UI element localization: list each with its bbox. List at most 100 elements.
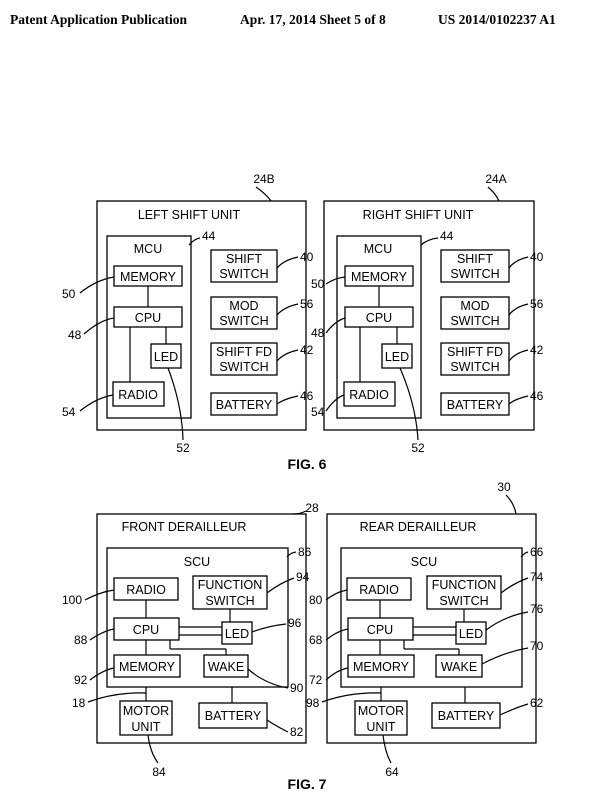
left-shift-unit-title: LEFT SHIFT UNIT: [138, 208, 241, 222]
publication-number: US 2014/0102237 A1: [438, 12, 556, 27]
left-shift-switch-line1: SHIFT: [226, 252, 262, 266]
left-led-label: LED: [154, 350, 178, 364]
rear-function-switch-line2: SWITCH: [439, 594, 488, 608]
front-cpu-label: CPU: [133, 623, 159, 637]
front-wake-box: [203, 654, 249, 678]
right-mcu-label: MCU: [364, 242, 392, 256]
left-memory-label: MEMORY: [120, 270, 177, 284]
right-radio-label: RADIO: [349, 388, 389, 402]
front-derailleur-title: FRONT DERAILLEUR: [122, 520, 247, 534]
rear-radio-box: [346, 577, 412, 601]
fig7-caption: FIG. 7: [288, 776, 327, 792]
rear-derailleur-title: REAR DERAILLEUR: [360, 520, 477, 534]
left-cpu-box: [113, 306, 183, 328]
rear-bus-ref: 98: [306, 696, 320, 710]
rear-motor-unit-line2: UNIT: [366, 720, 396, 734]
right-shift-switch-line2: SWITCH: [450, 267, 499, 281]
rear-led-ref: 76: [530, 602, 544, 616]
right-mod-switch-line1: MOD: [460, 299, 489, 313]
right-mcu-ref: 44: [440, 229, 454, 243]
front-wake-ref: 90: [290, 681, 304, 695]
right-shift-switch-box: [440, 249, 510, 283]
left-shift-unit-ref: 24B: [253, 172, 274, 186]
left-shift-switch-ref: 40: [300, 250, 314, 264]
left-shift-fd-switch-ref: 42: [300, 343, 314, 357]
rear-battery-ref: 62: [530, 696, 544, 710]
rear-motor-unit-box: [354, 700, 408, 736]
fig6-caption: FIG. 6: [288, 456, 327, 472]
right-memory-label: MEMORY: [351, 270, 408, 284]
right-battery-ref: 46: [530, 389, 544, 403]
front-memory-label: MEMORY: [119, 660, 176, 674]
left-cpu-ref: 48: [68, 328, 82, 342]
left-shift-unit: 24B LEFT SHIFT UNIT MCU 44 MEMORY 50 CPU…: [62, 172, 314, 455]
left-battery-label: BATTERY: [216, 398, 273, 412]
rear-scu-ref: 66: [530, 545, 544, 559]
front-motor-unit-line1: MOTOR: [123, 704, 169, 718]
left-radio-box: [112, 381, 165, 407]
rear-function-switch-line1: FUNCTION: [432, 578, 497, 592]
front-wake-label: WAKE: [208, 660, 244, 674]
front-memory-box: [113, 654, 181, 678]
right-shift-unit-title: RIGHT SHIFT UNIT: [363, 208, 474, 222]
rear-memory-box: [347, 654, 415, 678]
rear-memory-ref: 72: [309, 673, 323, 687]
right-memory-ref: 50: [311, 277, 325, 291]
left-shift-fd-switch-line2: SWITCH: [219, 360, 268, 374]
right-mod-switch-box: [440, 296, 510, 330]
front-motor-unit-ref: 84: [152, 765, 166, 779]
rear-radio-label: RADIO: [359, 583, 399, 597]
front-led-ref: 96: [288, 616, 302, 630]
front-led-box: [221, 621, 253, 645]
right-radio-ref: 54: [311, 405, 325, 419]
front-function-switch-line2: SWITCH: [205, 594, 254, 608]
rear-wake-label: WAKE: [441, 660, 477, 674]
right-mod-switch-line2: SWITCH: [450, 314, 499, 328]
right-mod-switch-ref: 56: [530, 297, 544, 311]
rear-led-label: LED: [459, 627, 483, 641]
front-derailleur: 28 FRONT DERAILLEUR SCU 86 RADIO 100 FUN…: [62, 501, 319, 779]
left-led-box: [150, 343, 182, 369]
front-cpu-ref: 88: [74, 633, 88, 647]
left-mcu-label: MCU: [134, 242, 162, 256]
rear-cpu-label: CPU: [367, 623, 393, 637]
publication-label: Patent Application Publication: [10, 12, 188, 27]
rear-function-switch-ref: 74: [530, 570, 544, 584]
front-bus-ref: 18: [72, 696, 86, 710]
right-led-ref: 52: [411, 441, 425, 455]
rear-derailleur: 30 REAR DERAILLEUR SCU 66 RADIO 80 FUNCT…: [306, 480, 544, 779]
right-cpu-box: [344, 306, 414, 328]
left-mod-switch-box: [210, 296, 278, 330]
right-cpu-ref: 48: [311, 326, 325, 340]
right-shift-fd-switch-line1: SHIFT FD: [447, 345, 503, 359]
rear-battery-box: [431, 702, 501, 729]
right-shift-fd-switch-line2: SWITCH: [450, 360, 499, 374]
right-led-label: LED: [385, 350, 409, 364]
right-shift-fd-switch-ref: 42: [530, 343, 544, 357]
front-motor-unit-box: [119, 700, 173, 736]
front-motor-unit-line2: UNIT: [131, 720, 161, 734]
front-derailleur-ref: 28: [305, 501, 319, 515]
right-shift-switch-ref: 40: [530, 250, 544, 264]
right-battery-label: BATTERY: [447, 398, 504, 412]
rear-derailleur-ref: 30: [497, 480, 511, 494]
rear-scu-label: SCU: [411, 555, 437, 569]
left-shift-switch-line2: SWITCH: [219, 267, 268, 281]
rear-function-switch-box: [426, 575, 502, 610]
publication-date-sheet: Apr. 17, 2014 Sheet 5 of 8: [240, 12, 386, 27]
rear-battery-label: BATTERY: [438, 709, 495, 723]
front-scu-label: SCU: [184, 555, 210, 569]
left-radio-label: RADIO: [118, 388, 158, 402]
front-radio-label: RADIO: [126, 583, 166, 597]
left-led-ref: 52: [176, 441, 190, 455]
left-shift-switch-box: [210, 249, 278, 283]
rear-memory-label: MEMORY: [353, 660, 410, 674]
right-shift-fd-switch-box: [440, 342, 510, 376]
front-scu-ref: 86: [298, 545, 312, 559]
left-mod-switch-line2: SWITCH: [219, 314, 268, 328]
front-function-switch-ref: 94: [296, 570, 310, 584]
rear-cpu-ref: 68: [309, 633, 323, 647]
front-battery-ref: 82: [290, 725, 304, 739]
front-function-switch-line1: FUNCTION: [198, 578, 263, 592]
